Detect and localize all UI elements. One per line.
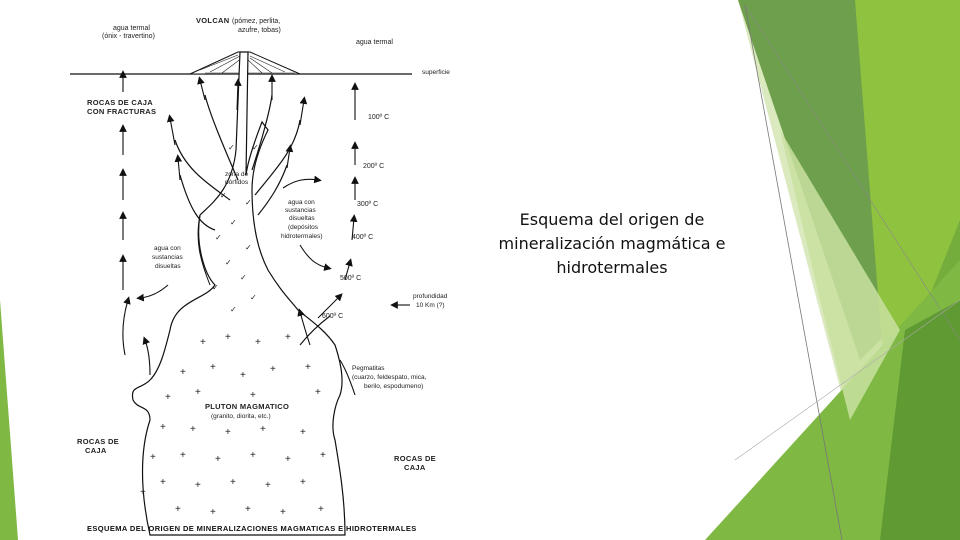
label-agua-termal-left-1: agua termal — [113, 25, 150, 32]
svg-text:+: + — [195, 480, 201, 491]
svg-text:+: + — [225, 427, 231, 438]
label-zona-porfidos-1: zona de — [225, 171, 249, 178]
svg-text:✓: ✓ — [212, 283, 219, 292]
svg-text:✓: ✓ — [230, 218, 237, 227]
label-temp-500: 500º C — [340, 275, 361, 282]
label-agua-sust-right-5: hidrotermales) — [281, 233, 323, 240]
svg-text:+: + — [215, 454, 221, 465]
label-agua-termal-right: agua termal — [356, 39, 393, 46]
label-superficie: superficie — [422, 69, 450, 76]
label-agua-sust-left-2: sustancias — [152, 254, 183, 261]
svg-text:+: + — [245, 504, 251, 515]
svg-text:+: + — [160, 422, 166, 433]
label-rocas-caja-left-1: ROCAS DE — [77, 437, 119, 446]
svg-text:+: + — [260, 424, 266, 435]
svg-text:+: + — [285, 332, 291, 343]
label-agua-sust-right-3: disueltas — [289, 215, 315, 222]
svg-text:+: + — [265, 480, 271, 491]
label-rocas-fracturas-2: CON FRACTURAS — [87, 107, 156, 116]
svg-text:+: + — [225, 332, 231, 343]
label-rocas-fracturas-1: ROCAS DE CAJA — [87, 98, 153, 107]
svg-text:+: + — [300, 427, 306, 438]
svg-text:✓: ✓ — [245, 243, 252, 252]
svg-text:+: + — [210, 362, 216, 373]
label-rocas-caja-right-1: ROCAS DE — [394, 454, 436, 463]
svg-text:✓: ✓ — [225, 258, 232, 267]
svg-text:✓: ✓ — [240, 273, 247, 282]
svg-text:+: + — [315, 387, 321, 398]
label-agua-sust-left-3: disueltas — [155, 263, 181, 270]
svg-text:✓: ✓ — [245, 198, 252, 207]
svg-text:+: + — [230, 477, 236, 488]
label-pegmatitas-1: Pegmatitas — [352, 365, 385, 372]
label-agua-sust-right-1: agua con — [288, 199, 315, 206]
label-agua-sust-left-1: agua con — [154, 245, 181, 252]
diagram-footer-title: ESQUEMA DEL ORIGEN DE MINERALIZACIONES M… — [87, 524, 417, 533]
svg-text:✓: ✓ — [220, 191, 227, 200]
label-volcan: VOLCAN — [196, 16, 229, 25]
label-rocas-caja-right-2: CAJA — [404, 463, 426, 472]
label-zona-porfidos-2: pórfidos — [225, 179, 249, 186]
label-temp-600: 600º C — [322, 313, 343, 320]
svg-text:✓: ✓ — [230, 305, 237, 314]
svg-text:+: + — [320, 450, 326, 461]
svg-text:✓: ✓ — [250, 293, 257, 302]
svg-text:+: + — [190, 424, 196, 435]
svg-text:+: + — [250, 390, 256, 401]
label-agua-sust-right-4: (depósitos — [288, 224, 319, 231]
label-temp-300: 300º C — [357, 201, 378, 208]
svg-text:+: + — [270, 364, 276, 375]
label-volcan-detail-2: azufre, tobas) — [238, 27, 281, 34]
label-agua-termal-left-2: (ónix - travertino) — [102, 33, 155, 40]
label-pegmatitas-2: (cuarzo, feldespato, mica, — [352, 374, 427, 381]
svg-text:+: + — [240, 370, 246, 381]
svg-text:✓: ✓ — [215, 233, 222, 242]
label-temp-400: 400º C — [352, 234, 373, 241]
label-temp-100: 100º C — [368, 114, 389, 121]
svg-text:✓: ✓ — [228, 143, 235, 152]
svg-text:+: + — [150, 452, 156, 463]
svg-text:+: + — [250, 450, 256, 461]
label-profundidad-1: profundidad — [413, 293, 448, 300]
svg-text:+: + — [140, 487, 146, 498]
svg-text:+: + — [305, 362, 311, 373]
label-rocas-caja-left-2: CAJA — [85, 446, 107, 455]
svg-text:+: + — [180, 367, 186, 378]
label-agua-sust-right-2: sustancias — [285, 207, 316, 214]
svg-text:+: + — [200, 337, 206, 348]
label-profundidad-2: 10 Km (?) — [416, 302, 445, 309]
svg-text:+: + — [318, 504, 324, 515]
label-volcan-detail-1: (pómez, perlita, — [232, 18, 280, 25]
svg-text:+: + — [180, 450, 186, 461]
label-temp-200: 200º C — [363, 163, 384, 170]
svg-text:+: + — [195, 387, 201, 398]
svg-text:+: + — [160, 477, 166, 488]
svg-text:+: + — [175, 504, 181, 515]
svg-text:+: + — [280, 507, 286, 518]
svg-text:+: + — [285, 454, 291, 465]
svg-text:+: + — [210, 507, 216, 518]
label-pluton-2: (granito, diorita, etc.) — [211, 413, 271, 420]
svg-text:+: + — [255, 337, 261, 348]
svg-text:+: + — [300, 477, 306, 488]
label-pegmatitas-3: berilo, espodumeno) — [364, 383, 423, 390]
svg-text:✓: ✓ — [252, 143, 259, 152]
label-pluton-1: PLUTON MAGMATICO — [205, 402, 289, 411]
svg-text:+: + — [165, 392, 171, 403]
